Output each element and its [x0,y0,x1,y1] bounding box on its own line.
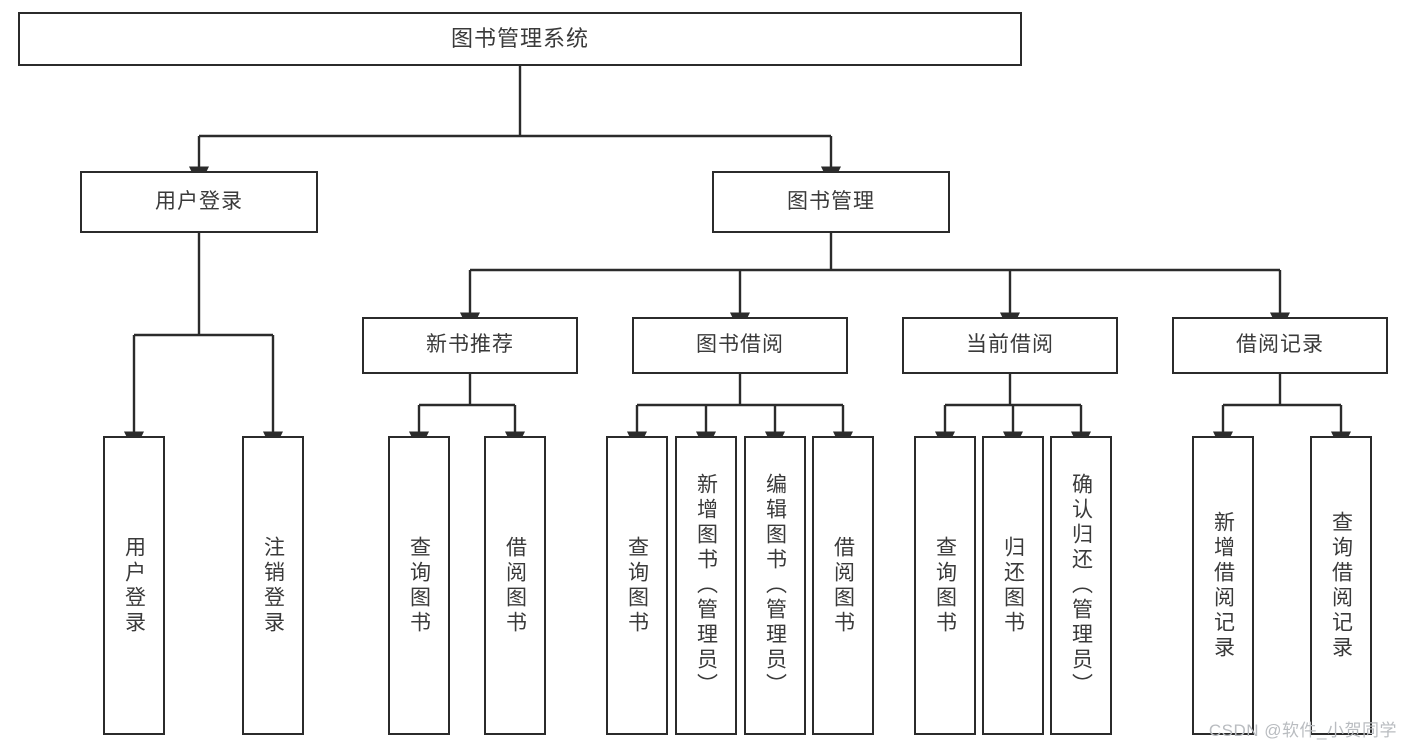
node-leaf-query-book-2[interactable]: 查询图书 [606,436,668,735]
node-book-manage[interactable]: 图书管理 [712,171,950,233]
node-current-borrow[interactable]: 当前借阅 [902,317,1118,374]
node-book-manage-label: 图书管理 [787,189,875,213]
node-leaf-query-book-1-label: 查询图书 [407,535,431,636]
node-leaf-return-book-label: 归还图书 [1001,535,1025,636]
node-leaf-user-login[interactable]: 用户登录 [103,436,165,735]
node-root[interactable]: 图书管理系统 [18,12,1022,66]
node-book-borrow[interactable]: 图书借阅 [632,317,848,374]
node-borrow-record-label: 借阅记录 [1236,333,1324,357]
node-leaf-edit-book-label: 编辑图书（管理员） [763,473,787,698]
node-leaf-query-book-2-label: 查询图书 [625,535,649,636]
node-leaf-confirm-return[interactable]: 确认归还（管理员） [1050,436,1112,735]
node-leaf-query-book-3-label: 查询图书 [933,535,957,636]
node-user-login[interactable]: 用户登录 [80,171,318,233]
node-new-book-rec[interactable]: 新书推荐 [362,317,578,374]
node-leaf-return-book[interactable]: 归还图书 [982,436,1044,735]
node-leaf-query-record-label: 查询借阅记录 [1329,510,1353,661]
node-leaf-query-record[interactable]: 查询借阅记录 [1310,436,1372,735]
node-leaf-borrow-book-1[interactable]: 借阅图书 [484,436,546,735]
node-leaf-add-book-label: 新增图书（管理员） [694,473,718,698]
node-leaf-add-record-label: 新增借阅记录 [1211,510,1235,661]
node-leaf-user-login-label: 用户登录 [122,535,146,636]
node-root-label: 图书管理系统 [450,26,589,52]
node-user-login-label: 用户登录 [155,189,243,213]
node-new-book-rec-label: 新书推荐 [426,333,514,357]
node-leaf-borrow-book-2[interactable]: 借阅图书 [812,436,874,735]
node-leaf-add-record[interactable]: 新增借阅记录 [1192,436,1254,735]
edge-group [123,66,1352,452]
node-leaf-borrow-book-2-label: 借阅图书 [831,535,855,636]
node-leaf-edit-book[interactable]: 编辑图书（管理员） [744,436,806,735]
node-leaf-query-book-1[interactable]: 查询图书 [388,436,450,735]
node-leaf-add-book[interactable]: 新增图书（管理员） [675,436,737,735]
node-borrow-record[interactable]: 借阅记录 [1172,317,1388,374]
node-book-borrow-label: 图书借阅 [696,333,784,357]
node-leaf-logout-label: 注销登录 [261,535,285,636]
node-leaf-borrow-book-1-label: 借阅图书 [503,535,527,636]
node-leaf-confirm-return-label: 确认归还（管理员） [1069,473,1093,698]
node-current-borrow-label: 当前借阅 [966,333,1054,357]
node-leaf-logout[interactable]: 注销登录 [242,436,304,735]
watermark-text: CSDN @软件_小贺同学 [1208,721,1397,740]
node-leaf-query-book-3[interactable]: 查询图书 [914,436,976,735]
